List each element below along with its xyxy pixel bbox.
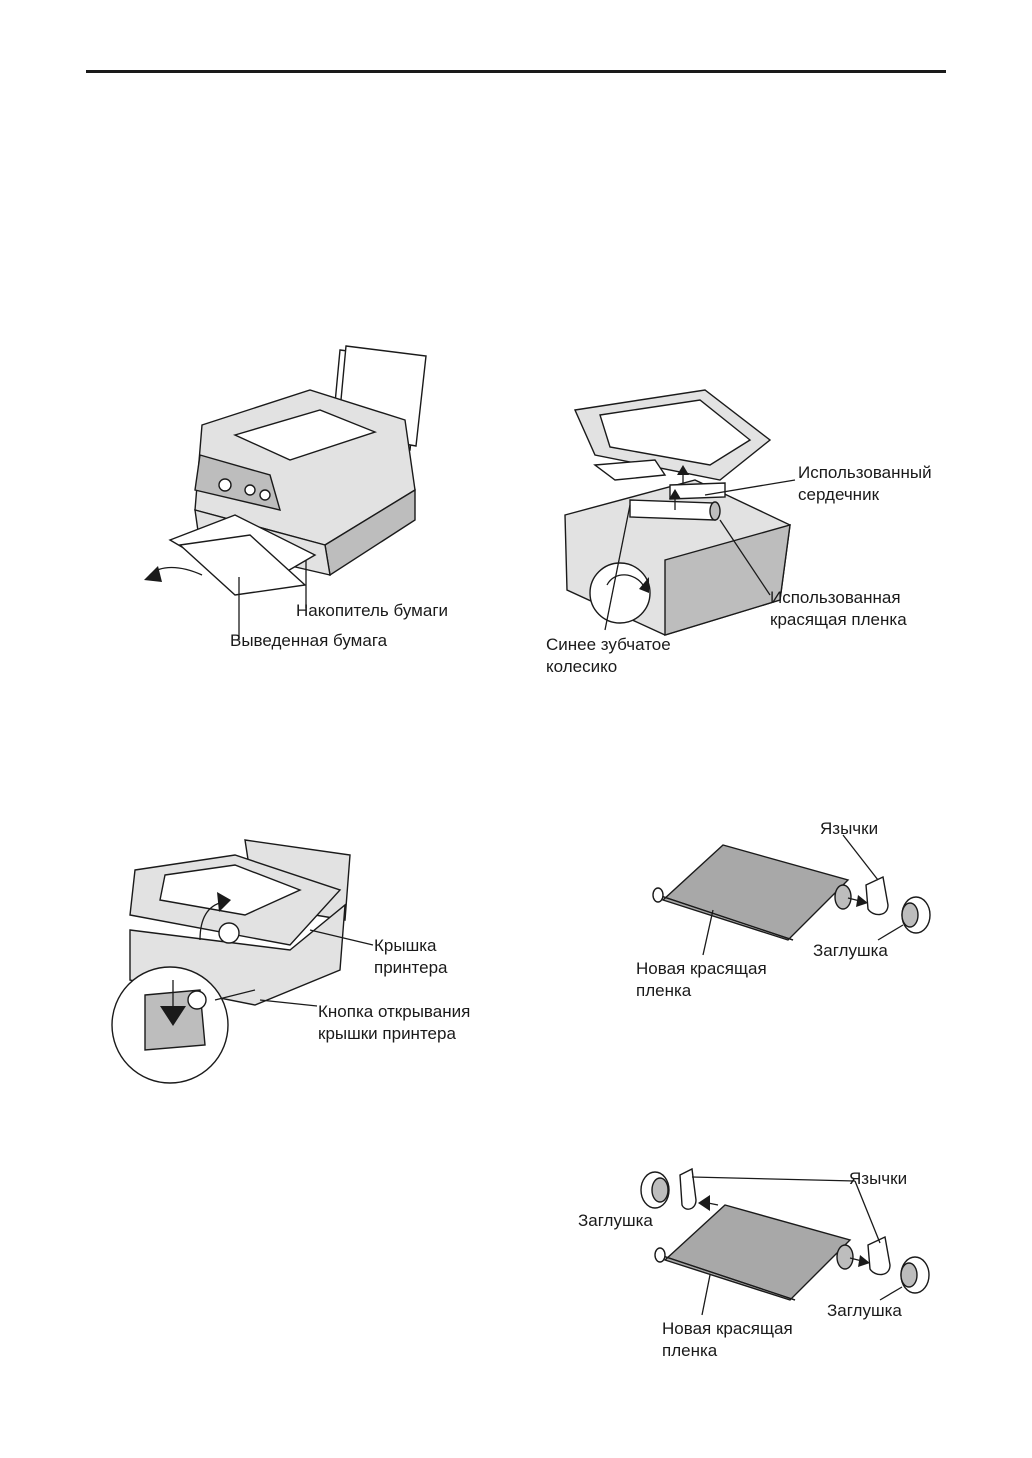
label-used-core-line1: Использованный (798, 462, 932, 484)
label-tabs: Язычки (820, 818, 878, 840)
label-printer-cover-line2: принтера (374, 957, 448, 979)
label-new-film-line1: Новая красящая (636, 958, 767, 980)
label-plug: Заглушка (813, 940, 888, 962)
label-blue-gear-line2: колесико (546, 656, 617, 678)
figure-open-printer-cover (105, 830, 375, 1085)
label-tabs: Язычки (849, 1168, 907, 1190)
label-blue-gear-line1: Синее зубчатое (546, 634, 671, 656)
open-fax-illustration (555, 385, 805, 650)
header-rule (86, 70, 946, 73)
label-printer-cover-line1: Крышка (374, 935, 436, 957)
label-paper-stacker: Накопитель бумаги (296, 600, 448, 622)
label-cover-button-line2: крышки принтера (318, 1023, 456, 1045)
figure-remove-used-film (555, 385, 805, 650)
label-used-core-line2: сердечник (798, 484, 879, 506)
label-new-film-line2: пленка (636, 980, 691, 1002)
label-plug-right: Заглушка (827, 1300, 902, 1322)
label-ejected-paper: Выведенная бумага (230, 630, 387, 652)
label-used-film-line1: Использованная (770, 587, 901, 609)
label-used-film-line2: красящая пленка (770, 609, 907, 631)
label-new-film-line2: пленка (662, 1340, 717, 1362)
label-cover-button-line1: Кнопка открывания (318, 1001, 470, 1023)
printer-cover-illustration (105, 830, 375, 1085)
label-plug-left: Заглушка (578, 1210, 653, 1232)
label-new-film-line1: Новая красящая (662, 1318, 793, 1340)
film-roll-illustration (648, 835, 938, 955)
figure-new-film-roll (648, 835, 938, 955)
